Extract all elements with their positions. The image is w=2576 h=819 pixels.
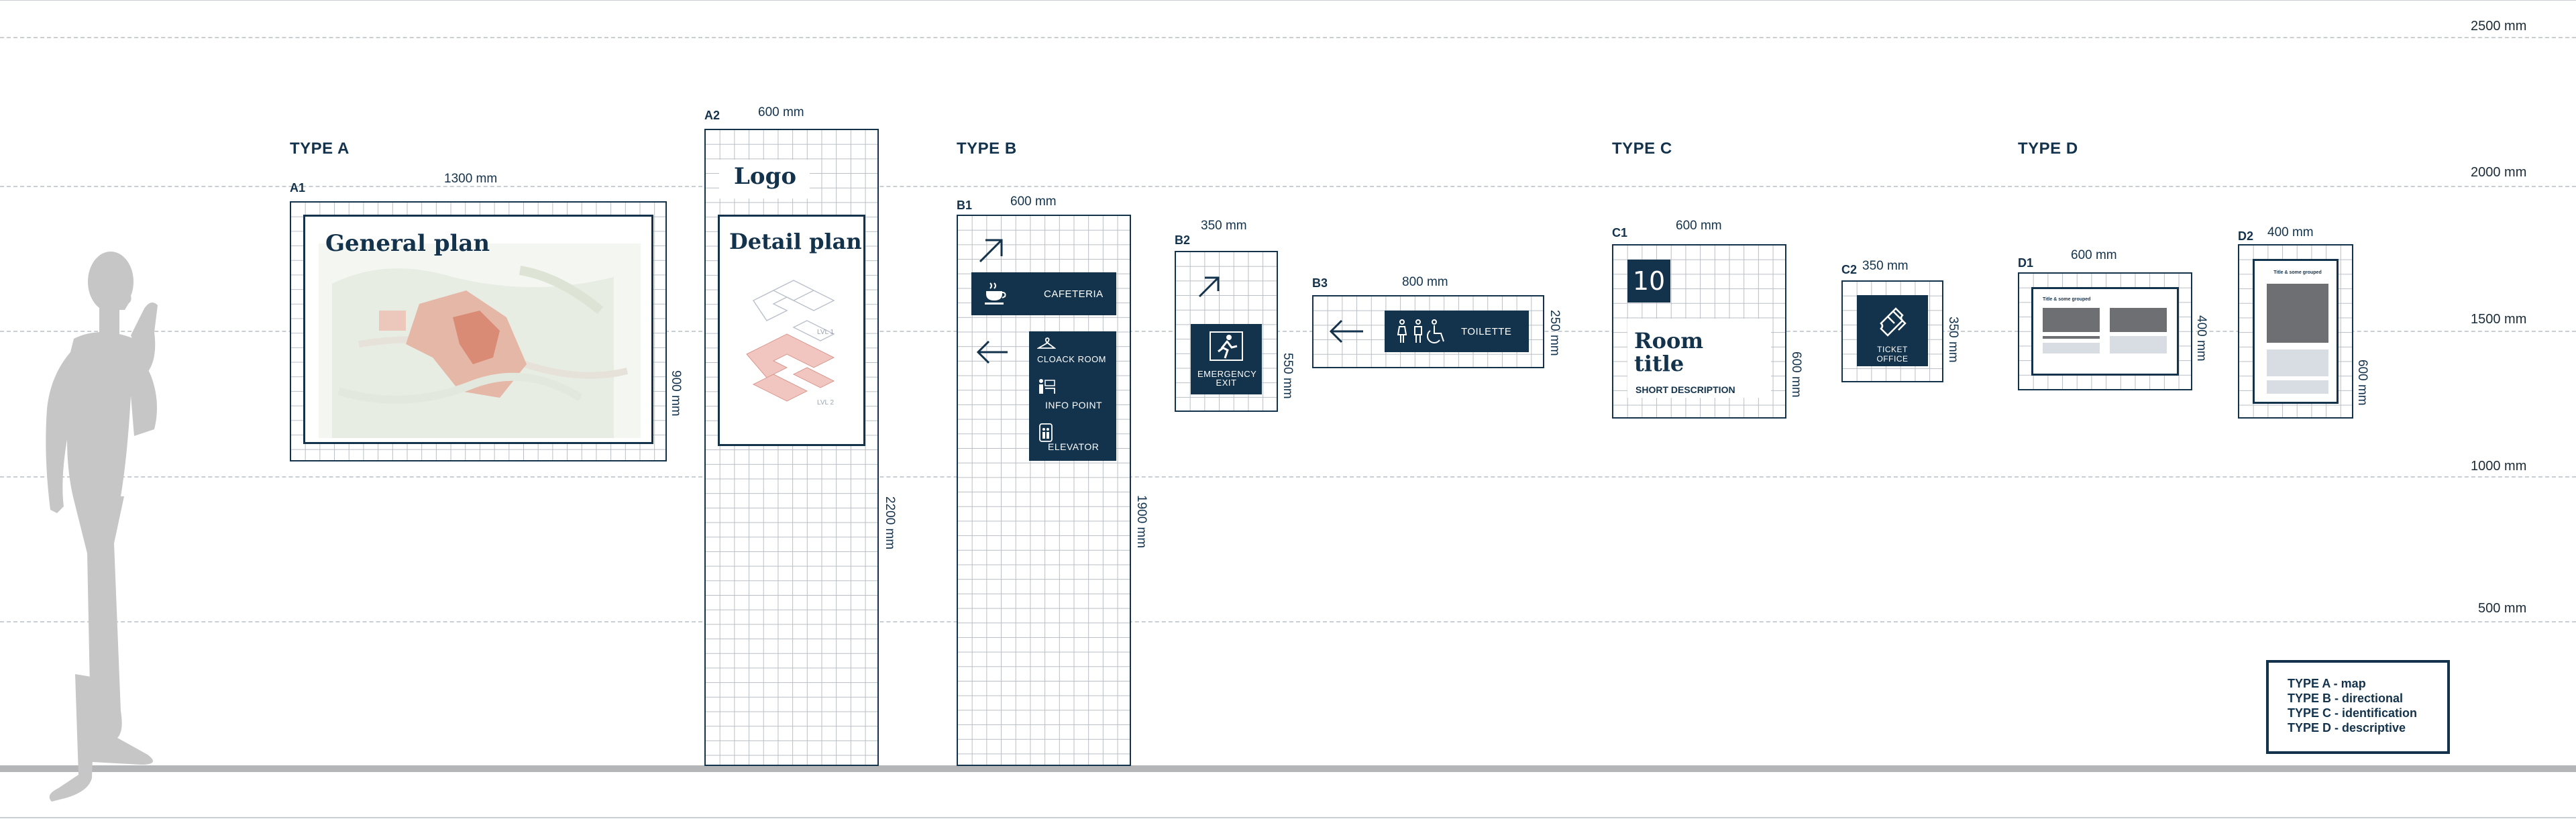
d1-height: 400 mm	[2194, 315, 2208, 362]
top-border	[0, 0, 2576, 1]
type-d-heading: TYPE D	[2018, 140, 2078, 158]
d1-code: D1	[2018, 256, 2034, 270]
c1-text-area: Room title SHORT DESCRIPTION	[1627, 319, 1771, 398]
a2-panel: Detail plan LVL 1 LVL 2	[718, 215, 865, 446]
site-map-image	[319, 243, 641, 438]
level-label-500: 500 mm	[2478, 601, 2527, 616]
b3-width: 800 mm	[1402, 275, 1448, 289]
b2-exit-panel: EMERGENCY EXIT	[1191, 324, 1262, 394]
type-c-heading: TYPE C	[1612, 140, 1672, 158]
level-label-1500: 1500 mm	[2471, 312, 2527, 327]
d2-panel: Title & some grouped	[2253, 259, 2339, 404]
b3-code: B3	[1312, 276, 1328, 290]
legend-item-d: TYPE D - descriptive	[2288, 721, 2406, 734]
d2-text-block	[2267, 284, 2328, 394]
type-b-heading: TYPE B	[957, 140, 1017, 158]
hanger-icon	[1037, 337, 1056, 349]
c1-title-line1: Room	[1634, 328, 1704, 353]
b1-height: 1900 mm	[1134, 495, 1148, 549]
emergency-exit-icon	[1210, 331, 1243, 361]
level-line-500	[0, 621, 2576, 622]
legend-item-a: TYPE A - map	[2288, 677, 2366, 690]
c2-ticket-panel: TICKET OFFICE	[1857, 295, 1928, 366]
level-label-2500: 2500 mm	[2471, 19, 2527, 34]
c1-room-number: 10	[1627, 260, 1670, 303]
d2-heading: Title & some grouped	[2273, 270, 2322, 275]
human-silhouette-icon	[46, 252, 158, 802]
b1-cafeteria-panel: CAFETERIA	[971, 272, 1116, 315]
b1-arrow-up-right-icon	[979, 239, 1003, 263]
c1-width: 600 mm	[1676, 219, 1722, 233]
c2-width: 350 mm	[1862, 259, 1909, 273]
c2-height: 350 mm	[1946, 317, 1960, 363]
b3-height: 250 mm	[1548, 310, 1562, 356]
level-line-1000	[0, 476, 2576, 478]
a2-height: 2200 mm	[883, 496, 897, 550]
toilet-icons	[1397, 319, 1444, 343]
a1-height: 900 mm	[669, 370, 683, 417]
level-label-1000: 1000 mm	[2471, 459, 2527, 474]
b3-toilette-panel: TOILETTE	[1385, 311, 1529, 352]
a2-width: 600 mm	[758, 105, 804, 119]
ticket-icon	[1880, 307, 1907, 337]
coffee-cup-icon	[985, 282, 1006, 305]
c1-height: 600 mm	[1789, 351, 1803, 398]
a1-code: A1	[290, 181, 306, 195]
a1-title: General plan	[325, 230, 490, 257]
level-line-2500	[0, 37, 2576, 38]
c2-code: C2	[1841, 263, 1858, 276]
type-a-heading: TYPE A	[290, 140, 350, 158]
b3-arrow-left-icon	[1329, 319, 1363, 343]
floor-plan-diagram: LVL 1 LVL 2	[746, 280, 835, 406]
b2-code: B2	[1175, 233, 1191, 247]
a2-code: A2	[704, 109, 720, 122]
b1-info-point-label: INFO POINT	[1045, 400, 1103, 411]
d1-width: 600 mm	[2071, 248, 2117, 262]
a1-panel: General plan	[303, 215, 653, 444]
b2-height: 550 mm	[1281, 353, 1295, 399]
c2-ticket-label: TICKET OFFICE	[1876, 345, 1909, 364]
floor-line	[0, 765, 2576, 772]
b2-exit-label: EMERGENCY EXIT	[1197, 369, 1257, 388]
legend-item-c: TYPE C - identification	[2288, 706, 2418, 720]
b1-arrow-left-icon	[976, 340, 1008, 364]
a2-title: Detail plan	[729, 229, 862, 254]
a2-level1: LVL 1	[817, 329, 834, 336]
elevator-icon	[1039, 423, 1053, 442]
b2-width: 350 mm	[1201, 219, 1247, 233]
legend-box: TYPE A - map TYPE B - directional TYPE C…	[2266, 660, 2450, 754]
level-label-2000: 2000 mm	[2471, 165, 2527, 180]
b1-cloak-room-label: CLOACK ROOM	[1037, 354, 1107, 364]
c1-code: C1	[1612, 226, 1628, 239]
b3-toilette-label: TOILETTE	[1461, 326, 1512, 337]
bottom-border	[0, 817, 2576, 818]
a1-width: 1300 mm	[444, 172, 498, 186]
a2-level2: LVL 2	[817, 399, 834, 406]
legend-item-b: TYPE B - directional	[2288, 692, 2404, 705]
b1-code: B1	[957, 199, 973, 212]
level-line-2000	[0, 186, 2576, 187]
level-line-1500	[0, 331, 2576, 332]
b1-cafeteria-label: CAFETERIA	[1044, 288, 1104, 300]
d1-panel: Title & some grouped	[2031, 287, 2179, 376]
d1-heading: Title & some grouped	[2043, 297, 2091, 302]
d2-height: 600 mm	[2355, 360, 2369, 406]
b1-directions-panel: CLOACK ROOM INFO POINT ELEVATOR	[1029, 331, 1116, 461]
b1-elevator-label: ELEVATOR	[1048, 441, 1099, 452]
b1-width: 600 mm	[1010, 195, 1057, 209]
d2-code: D2	[2238, 229, 2254, 243]
d1-text-columns	[2043, 308, 2167, 353]
b2-arrow-up-right-icon	[1198, 276, 1220, 298]
d2-width: 400 mm	[2267, 225, 2314, 239]
a2-logo: Logo	[719, 160, 810, 199]
c1-description: SHORT DESCRIPTION	[1635, 384, 1735, 395]
info-point-icon	[1039, 379, 1055, 394]
c1-title-line2: title	[1634, 351, 1684, 376]
